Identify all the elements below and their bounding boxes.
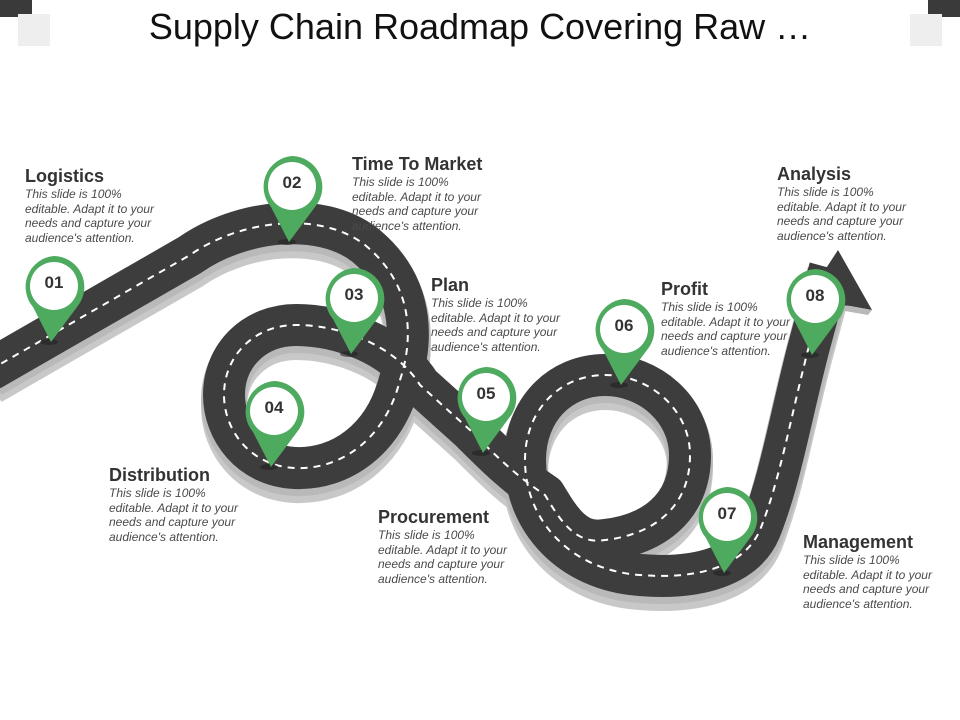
milestone-description: This slide is 100% editable. Adapt it to…	[803, 553, 932, 611]
map-pin-icon	[457, 367, 517, 456]
corner-mark-top-right	[928, 0, 960, 17]
milestone-label-time-to-market: Time To Market This slide is 100% editab…	[352, 153, 552, 233]
milestone-pin-06: 06	[591, 297, 657, 389]
milestone-pin-07: 07	[694, 485, 760, 577]
milestone-number: 04	[264, 398, 284, 417]
milestone-number: 06	[614, 316, 634, 335]
milestone-pin-01: 01	[21, 254, 87, 346]
milestone-heading: Management	[803, 532, 914, 552]
map-pin-icon	[263, 156, 323, 245]
map-pin-icon	[245, 381, 305, 470]
milestone-label-procurement: Procurement This slide is 100% editable.…	[378, 506, 578, 586]
milestone-label-plan: Plan This slide is 100% editable. Adapt …	[431, 274, 631, 354]
milestone-heading: Distribution	[109, 465, 210, 485]
milestone-number: 02	[282, 173, 302, 192]
milestone-number: 08	[805, 286, 825, 305]
corner-mark-top-right-light	[910, 14, 942, 46]
milestone-heading: Procurement	[378, 507, 490, 527]
milestone-pin-02: 02	[259, 154, 325, 246]
milestone-pin-03: 03	[321, 266, 387, 358]
milestone-heading: Logistics	[25, 166, 105, 186]
milestone-heading: Plan	[431, 275, 470, 295]
milestone-label-profit: Profit This slide is 100% editable. Adap…	[661, 278, 861, 358]
map-pin-icon	[595, 299, 655, 388]
corner-mark-top-left	[0, 0, 32, 17]
milestone-number: 03	[344, 285, 364, 304]
milestone-label-distribution: Distribution This slide is 100% editable…	[109, 464, 309, 544]
milestone-label-management: Management This slide is 100% editable. …	[803, 531, 960, 611]
milestone-number: 05	[476, 384, 496, 403]
milestone-pin-04: 04	[241, 379, 307, 471]
milestone-heading: Profit	[661, 279, 708, 299]
milestone-heading: Time To Market	[352, 154, 483, 174]
milestone-heading: Analysis	[777, 164, 852, 184]
milestone-number: 01	[44, 273, 64, 292]
milestone-description: This slide is 100% editable. Adapt it to…	[352, 175, 481, 233]
milestone-label-analysis: Analysis This slide is 100% editable. Ad…	[777, 163, 960, 243]
milestone-number: 07	[717, 504, 737, 523]
milestone-description: This slide is 100% editable. Adapt it to…	[431, 296, 560, 354]
map-pin-icon	[25, 256, 85, 345]
milestone-pin-08: 08	[782, 267, 848, 359]
milestone-description: This slide is 100% editable. Adapt it to…	[378, 528, 507, 586]
milestone-pin-05: 05	[453, 365, 519, 457]
map-pin-icon	[698, 487, 758, 576]
milestone-label-logistics: Logistics This slide is 100% editable. A…	[25, 165, 225, 245]
corner-mark-top-left-light	[18, 14, 50, 46]
map-pin-icon	[786, 269, 846, 358]
milestone-description: This slide is 100% editable. Adapt it to…	[109, 486, 238, 544]
milestone-description: This slide is 100% editable. Adapt it to…	[661, 300, 790, 358]
map-pin-icon	[325, 268, 385, 357]
slide-title: Supply Chain Roadmap Covering Raw …	[148, 6, 812, 47]
milestone-description: This slide is 100% editable. Adapt it to…	[25, 187, 154, 245]
milestone-description: This slide is 100% editable. Adapt it to…	[777, 185, 906, 243]
